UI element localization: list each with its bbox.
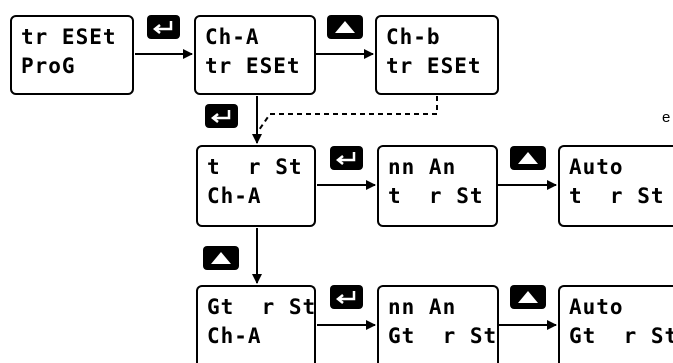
enter-key-icon — [147, 15, 180, 39]
display-line-2: Gt r St — [388, 324, 498, 348]
up-arrow-key-icon — [510, 146, 546, 170]
display-ch-a-treset: Ch-A tr ESEt — [194, 15, 316, 95]
up-arrow-key-icon — [510, 285, 546, 309]
display-treset-prog: tr ESEt ProG — [10, 15, 134, 95]
display-line-1: Auto — [569, 155, 624, 179]
display-auto-gt-rst: Auto Gt r St — [558, 285, 673, 363]
enter-key-icon — [330, 146, 363, 170]
enter-key-icon — [205, 104, 238, 128]
display-line-2: t r St — [388, 184, 484, 208]
display-line-1: nn An — [388, 155, 457, 179]
display-line-1: Ch-b — [386, 25, 441, 49]
display-t-rst-ch-a: t r St Ch-A — [196, 145, 316, 227]
display-ch-b-treset: Ch-b tr ESEt — [375, 15, 499, 95]
display-line-2: Ch-A — [207, 324, 262, 348]
cropped-side-text: e — [662, 109, 671, 126]
enter-key-icon — [330, 285, 363, 309]
display-man-gt-rst: nn An Gt r St — [377, 285, 499, 363]
display-line-2: tr ESEt — [205, 54, 301, 78]
display-line-1: nn An — [388, 295, 457, 319]
display-line-1: Auto — [569, 295, 624, 319]
display-line-1: tr ESEt — [21, 25, 117, 49]
dashed-chb-to-trst — [258, 96, 438, 131]
display-line-1: t r St — [207, 155, 303, 179]
display-line-2: t r St — [569, 184, 665, 208]
display-line-1: Ch-A — [205, 25, 260, 49]
up-arrow-key-icon — [327, 15, 363, 39]
display-line-1: Gt r St — [207, 295, 317, 319]
display-line-2: Gt r St — [569, 324, 673, 348]
display-line-2: Ch-A — [207, 184, 262, 208]
display-line-2: ProG — [21, 54, 76, 78]
up-arrow-key-icon — [203, 246, 239, 270]
display-man-t-rst: nn An t r St — [377, 145, 498, 227]
display-gt-rst-ch-a: Gt r St Ch-A — [196, 285, 316, 363]
display-line-2: tr ESEt — [386, 54, 482, 78]
display-auto-t-rst: Auto t r St — [558, 145, 673, 227]
